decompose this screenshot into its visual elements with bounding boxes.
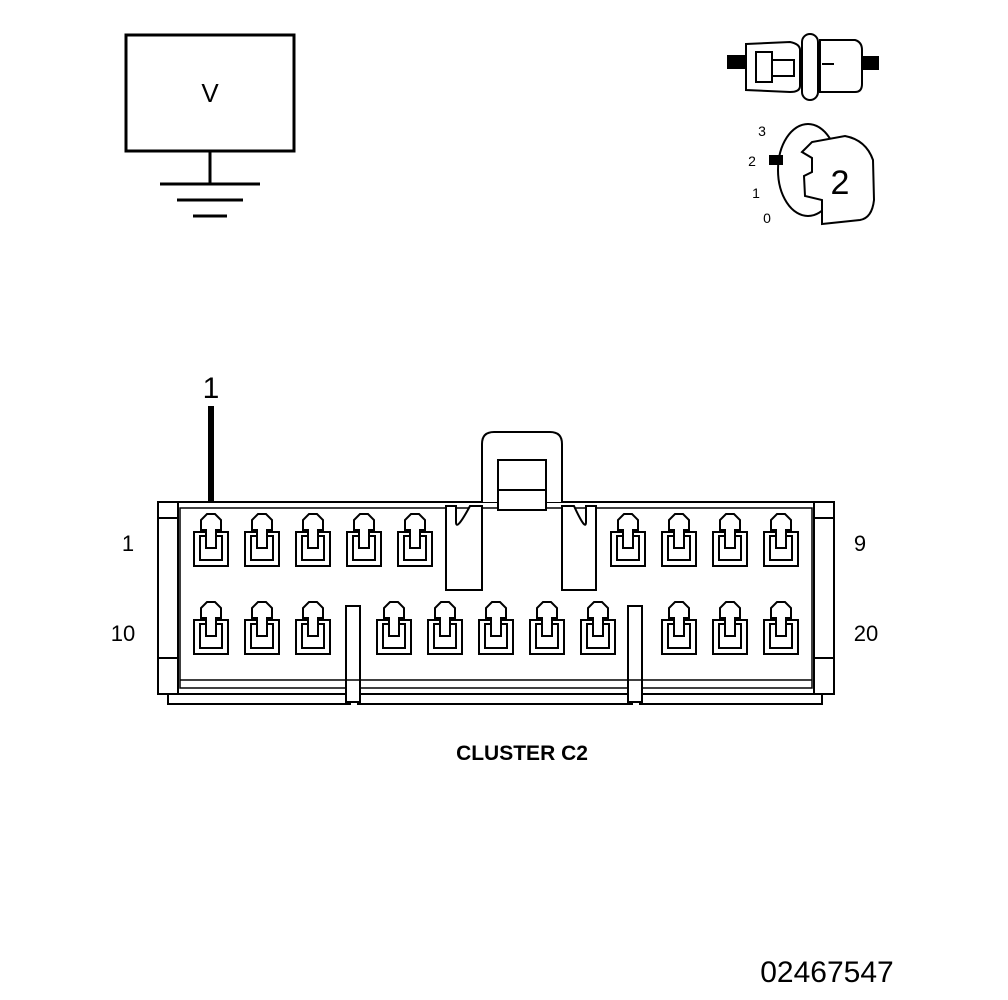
figure-id: 02467547 bbox=[760, 956, 893, 989]
connector-pins bbox=[193, 513, 799, 655]
pin-cavity-16 bbox=[529, 601, 565, 655]
pin-cavity-11 bbox=[244, 601, 280, 655]
pin-label-top-right: 9 bbox=[854, 531, 866, 556]
ground-icon bbox=[160, 151, 260, 218]
ignition-position-3: 3 bbox=[758, 123, 766, 139]
voltmeter-box bbox=[124, 33, 296, 153]
pin-cavity-15 bbox=[478, 601, 514, 655]
pin-label-bottom-right: 20 bbox=[854, 621, 878, 646]
pin-cavity-3 bbox=[295, 513, 331, 567]
pin-cavity-1 bbox=[193, 513, 229, 567]
pin-cavity-2 bbox=[244, 513, 280, 567]
connector-name: CLUSTER C2 bbox=[456, 742, 588, 765]
connector-disconnect-icon bbox=[727, 33, 879, 101]
ignition-position-1: 1 bbox=[752, 185, 760, 201]
pin-cavity-14 bbox=[427, 601, 463, 655]
voltmeter-label: V bbox=[201, 78, 219, 108]
connector-body bbox=[157, 431, 835, 705]
ignition-position-2: 2 bbox=[748, 153, 756, 169]
voltmeter-symbol: V bbox=[124, 33, 296, 218]
pin-cavity-19 bbox=[712, 601, 748, 655]
pin-cavity-8 bbox=[712, 513, 748, 567]
ignition-key-position: 2 bbox=[831, 164, 850, 202]
pin-cavity-4 bbox=[346, 513, 382, 567]
pin-cavity-20 bbox=[763, 601, 799, 655]
pin-cavity-6 bbox=[610, 513, 646, 567]
pin-cavity-10 bbox=[193, 601, 229, 655]
pin-label-top-left: 1 bbox=[122, 531, 134, 556]
ignition-key-icon: 3 2 1 0 2 bbox=[748, 123, 876, 226]
pin-cavity-7 bbox=[661, 513, 697, 567]
pin-cavity-17 bbox=[580, 601, 616, 655]
pin-cavity-12 bbox=[295, 601, 331, 655]
pin-cavity-5 bbox=[397, 513, 433, 567]
pin-cavity-9 bbox=[763, 513, 799, 567]
callout-label: 1 bbox=[203, 372, 220, 405]
pin-cavity-18 bbox=[661, 601, 697, 655]
pin-label-bottom-left: 10 bbox=[111, 621, 135, 646]
pin-cavity-13 bbox=[376, 601, 412, 655]
ignition-position-0: 0 bbox=[763, 210, 771, 226]
